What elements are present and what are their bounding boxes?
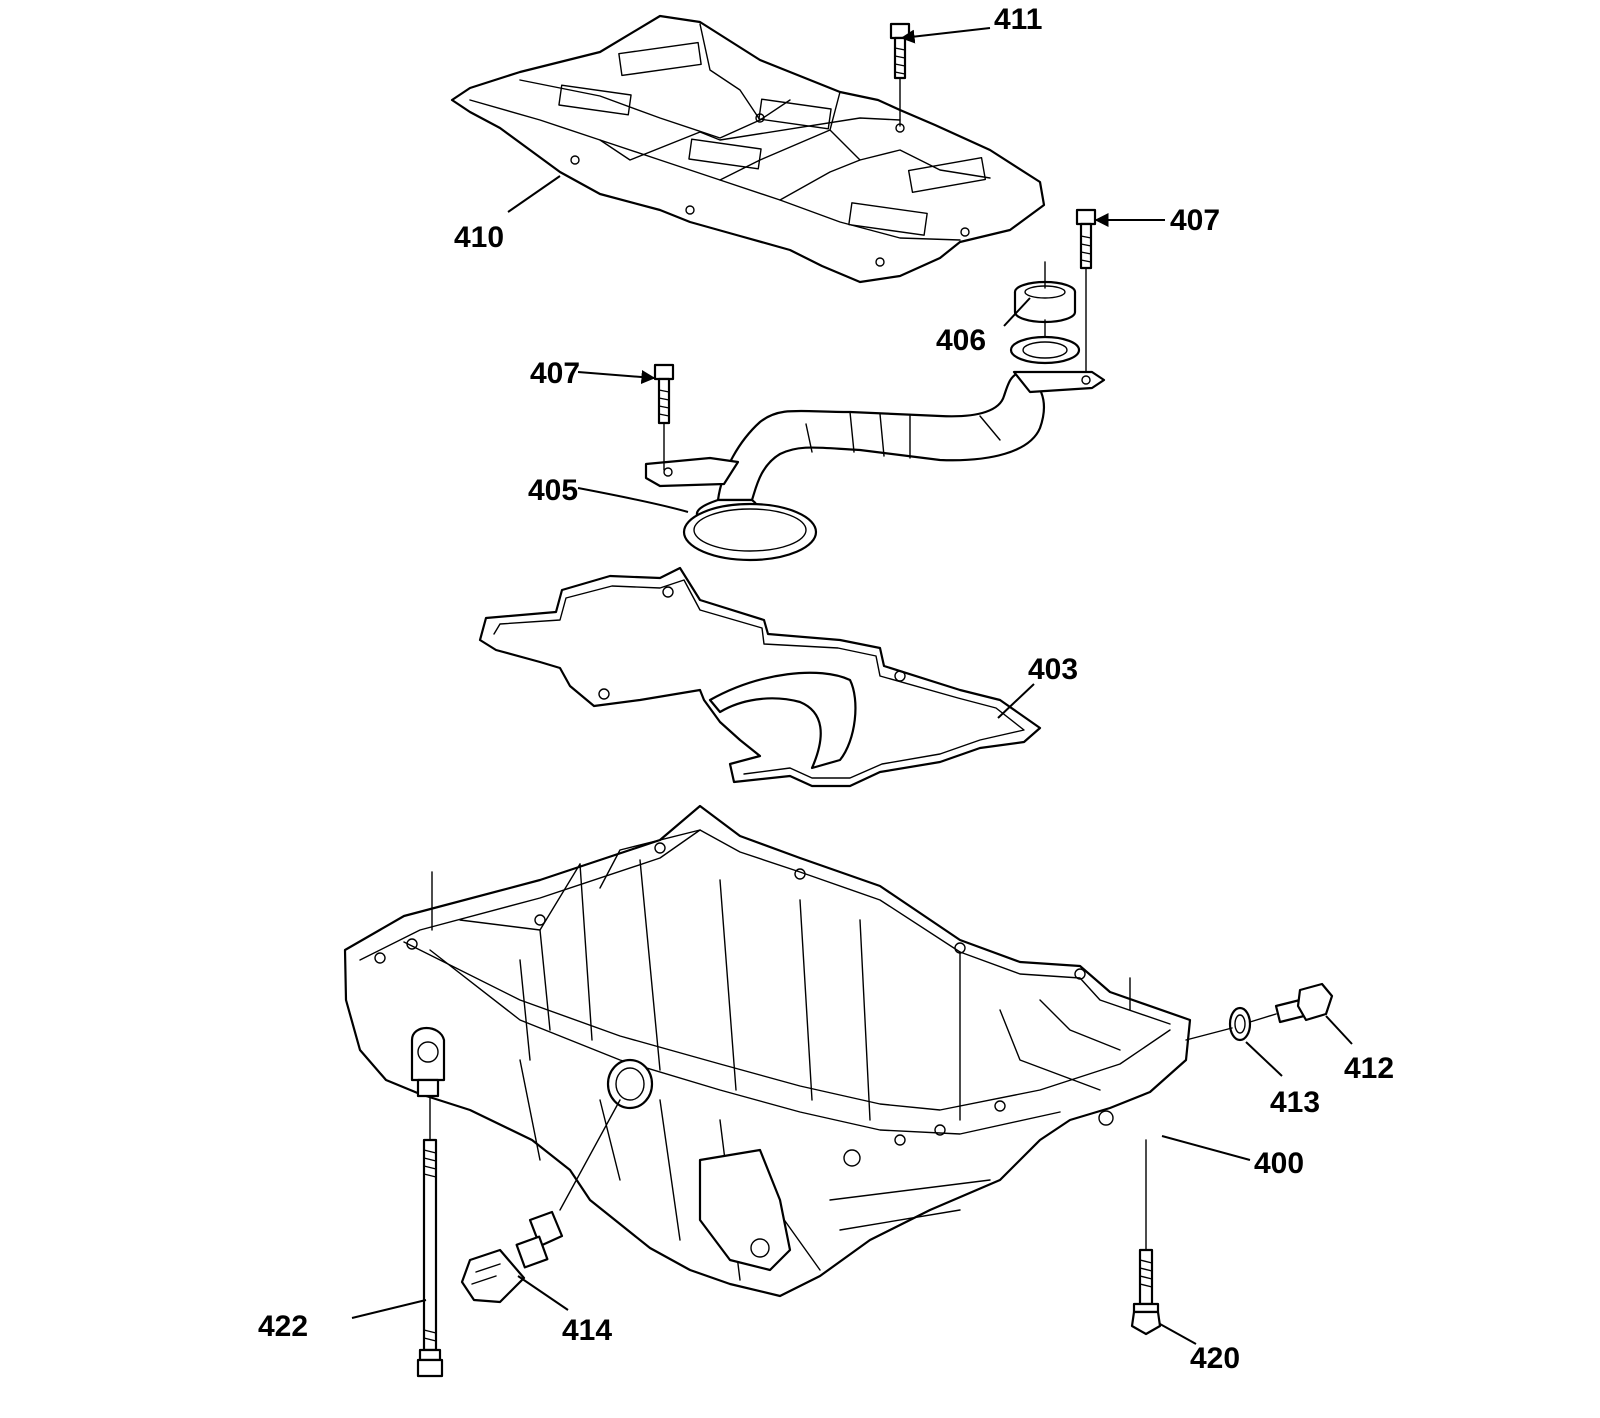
leader-406 bbox=[1003, 297, 1031, 327]
part-407-bolt-right bbox=[1075, 208, 1097, 373]
part-413-washer bbox=[1185, 1006, 1252, 1042]
leader-411 bbox=[900, 27, 991, 44]
callout-405: 405 bbox=[528, 474, 578, 507]
leader-400 bbox=[1161, 1135, 1251, 1161]
callout-413: 413 bbox=[1270, 1086, 1320, 1119]
part-410-oil-pan-baffle bbox=[450, 14, 1046, 284]
callout-412: 412 bbox=[1344, 1052, 1394, 1085]
callout-420: 420 bbox=[1190, 1342, 1240, 1375]
leader-422 bbox=[351, 1299, 427, 1319]
leader-410 bbox=[507, 175, 561, 213]
part-400-oil-pan bbox=[343, 804, 1192, 1298]
leader-420 bbox=[1159, 1323, 1197, 1345]
part-406-seal bbox=[1009, 261, 1081, 365]
part-405-oil-pickup-tube bbox=[644, 370, 1106, 562]
callout-414: 414 bbox=[562, 1314, 612, 1347]
leader-412 bbox=[1325, 1015, 1353, 1045]
leader-405 bbox=[577, 487, 689, 513]
part-420-bolt bbox=[1130, 1139, 1162, 1336]
part-412-drain-plug bbox=[1249, 982, 1334, 1024]
callout-411: 411 bbox=[994, 3, 1042, 36]
leader-414 bbox=[517, 1275, 569, 1311]
callout-406: 406 bbox=[936, 324, 986, 357]
callout-400: 400 bbox=[1254, 1147, 1304, 1180]
part-403-pan-gasket bbox=[478, 566, 1042, 788]
callout-407-right: 407 bbox=[1170, 204, 1220, 237]
leader-407a bbox=[577, 370, 656, 384]
callout-403: 403 bbox=[1028, 653, 1078, 686]
part-422-long-bolt bbox=[416, 1095, 444, 1378]
leader-lines bbox=[351, 27, 1353, 1345]
part-407-bolt-left bbox=[653, 363, 675, 471]
callout-410: 410 bbox=[454, 221, 504, 254]
part-414-oil-level-sensor bbox=[460, 1099, 621, 1304]
callout-407-left: 407 bbox=[530, 357, 580, 390]
callout-422: 422 bbox=[258, 1310, 308, 1343]
leader-403 bbox=[997, 683, 1035, 719]
leader-413 bbox=[1245, 1041, 1283, 1077]
